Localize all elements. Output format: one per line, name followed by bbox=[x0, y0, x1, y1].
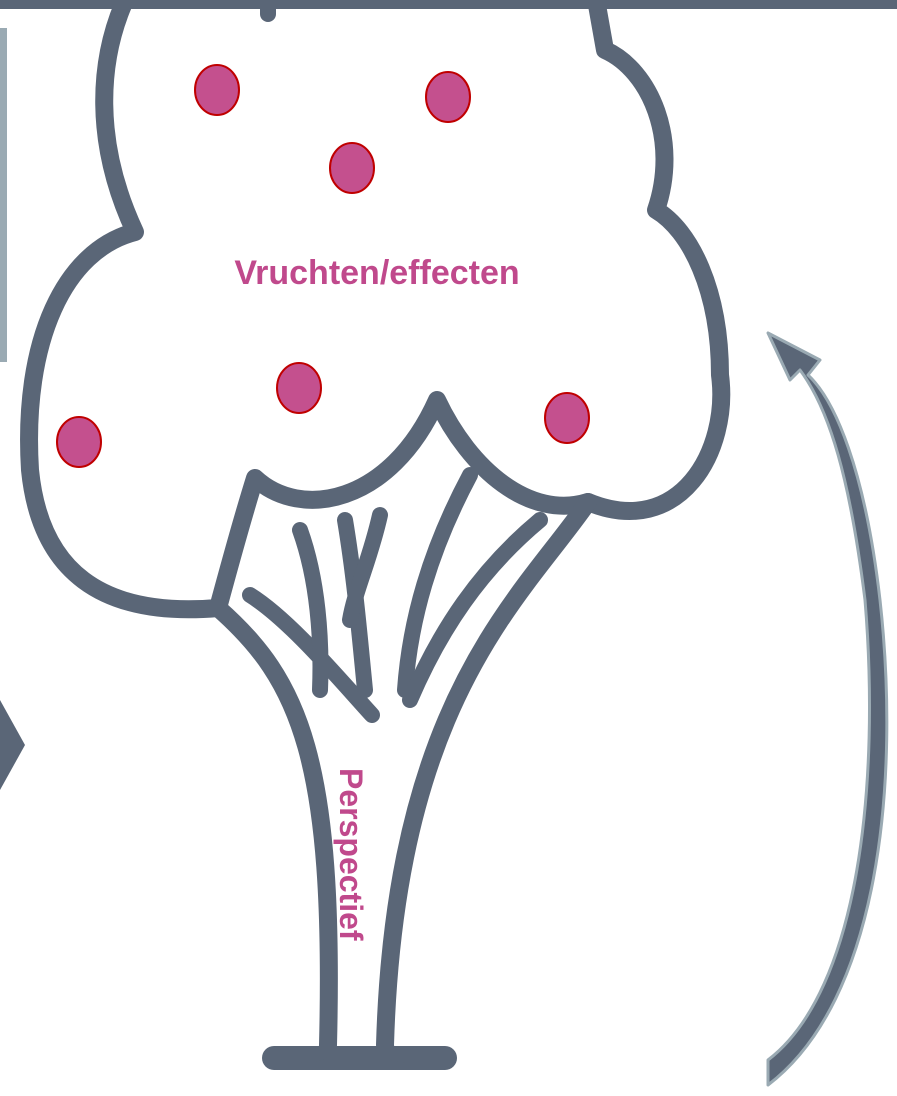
arrow-right-icon bbox=[0, 700, 25, 790]
crown-label: Vruchten/effecten bbox=[234, 254, 519, 292]
fruit bbox=[426, 72, 470, 122]
fruit bbox=[195, 65, 239, 115]
branch-2 bbox=[300, 530, 320, 690]
trunk-left-outline bbox=[218, 608, 329, 1045]
curved-arrow-up-icon bbox=[768, 333, 887, 1085]
fruit bbox=[277, 363, 321, 413]
trunk-label: Perspectief bbox=[333, 768, 369, 941]
fruit bbox=[545, 393, 589, 443]
fruit bbox=[330, 143, 374, 193]
fruit bbox=[57, 417, 101, 467]
